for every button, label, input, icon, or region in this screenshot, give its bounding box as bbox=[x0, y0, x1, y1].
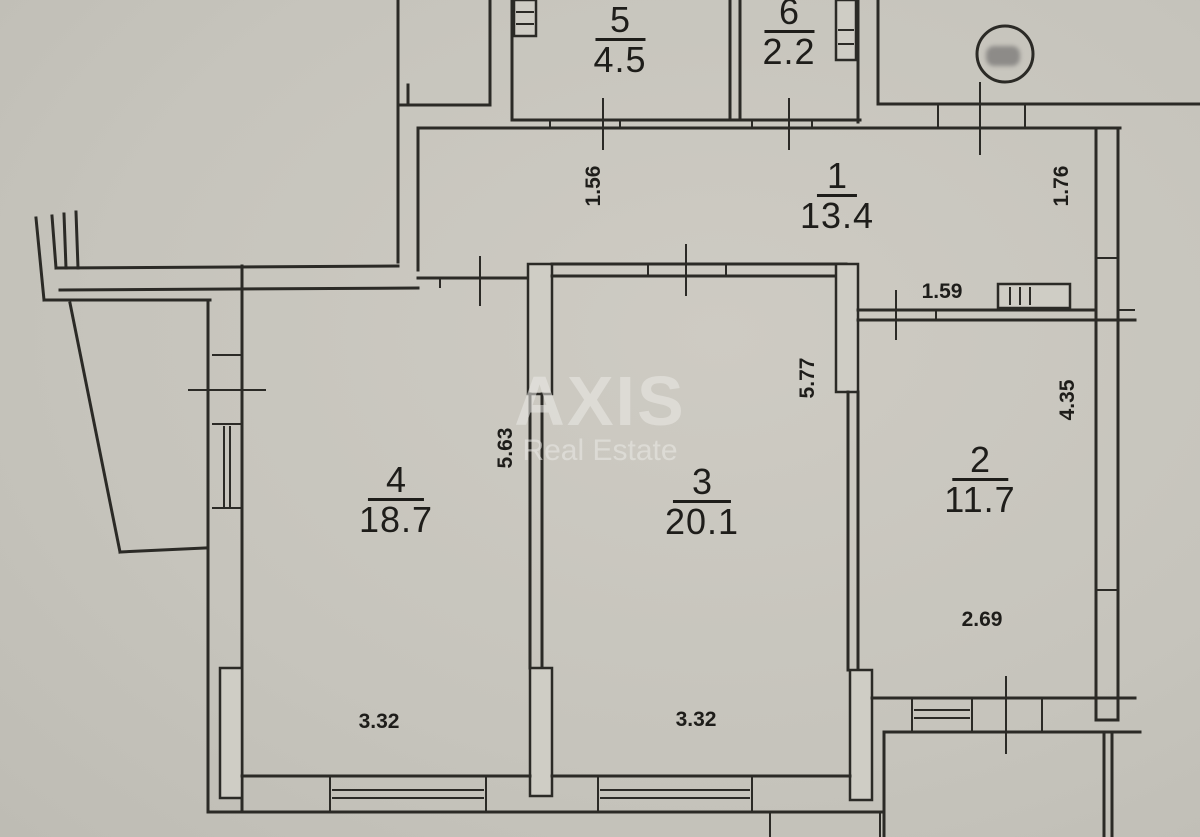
dimension-room2-top: 1.59 bbox=[921, 280, 963, 303]
room-4-label: 4 18.7 bbox=[359, 462, 433, 539]
radiator-icon bbox=[996, 282, 1072, 310]
room-area: 2.2 bbox=[762, 31, 816, 72]
room-5-label: 5 4.5 bbox=[593, 2, 646, 79]
room-area: 13.4 bbox=[799, 195, 875, 236]
room-area: 11.7 bbox=[944, 479, 1016, 520]
dimension-room2-width: 2.69 bbox=[961, 608, 1003, 631]
vent-icon bbox=[512, 0, 538, 38]
dimension-room2-side: 4.35 bbox=[1056, 379, 1079, 421]
room-number: 2 bbox=[969, 439, 991, 480]
room-area: 18.7 bbox=[358, 499, 434, 540]
dimension-room1-left: 1.56 bbox=[582, 165, 605, 207]
stair-block bbox=[876, 0, 1200, 155]
axis-marker-obscured bbox=[986, 46, 1020, 66]
room-5-walls bbox=[510, 0, 742, 122]
dimension-room4-side: 5.63 bbox=[494, 427, 517, 469]
room-1-label: 1 13.4 bbox=[800, 158, 874, 235]
room-number: 3 bbox=[691, 461, 713, 502]
room-area: 4.5 bbox=[593, 39, 647, 80]
room-number: 1 bbox=[826, 155, 848, 196]
balcony bbox=[34, 210, 420, 814]
dimension-room3-width: 3.32 bbox=[675, 708, 717, 731]
room-number: 4 bbox=[385, 459, 407, 500]
room-6-label: 6 2.2 bbox=[762, 0, 815, 71]
dimension-room4-width: 3.32 bbox=[358, 710, 400, 733]
room-number: 6 bbox=[778, 0, 800, 32]
room-area: 20.1 bbox=[664, 501, 740, 542]
room-2-label: 2 11.7 bbox=[944, 442, 1015, 519]
room-number: 5 bbox=[609, 0, 631, 40]
dimension-room1-right: 1.76 bbox=[1050, 165, 1073, 207]
room-6-walls bbox=[834, 0, 860, 124]
room-3-label: 3 20.1 bbox=[665, 464, 739, 541]
dimension-room3-side: 5.77 bbox=[796, 357, 819, 399]
